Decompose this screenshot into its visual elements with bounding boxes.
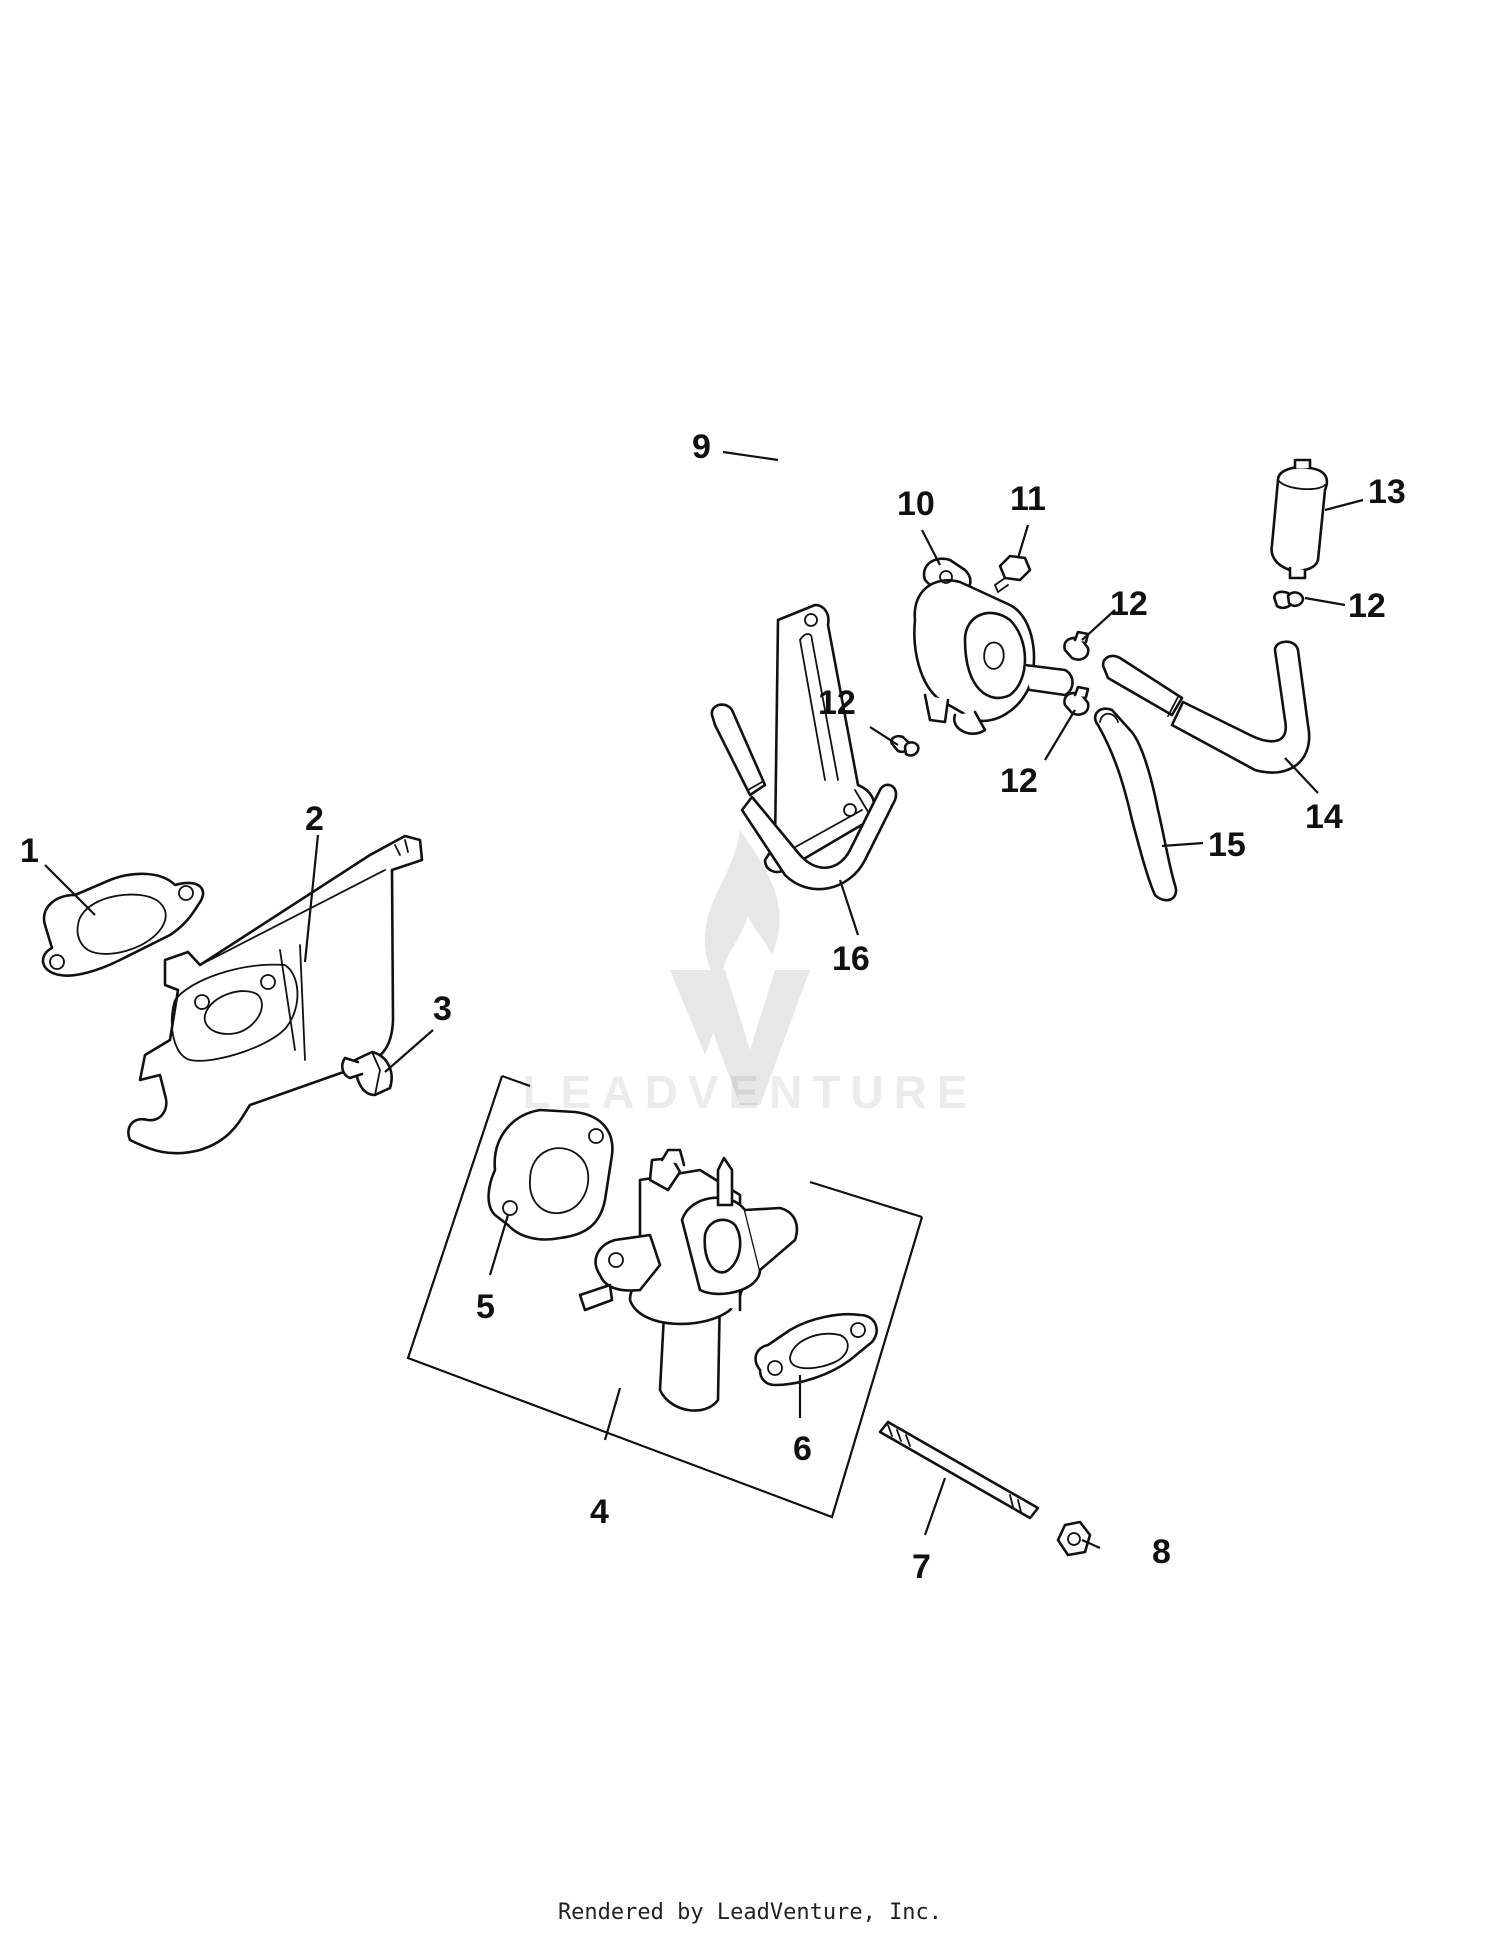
- part-9-bracket: [763, 603, 876, 874]
- part-12-clamp-c: [1063, 685, 1090, 716]
- callout-6: 6: [793, 1430, 812, 1468]
- callout-12c: 12: [1000, 762, 1038, 800]
- callout-3: 3: [433, 990, 452, 1028]
- part-13-fuel-filter: [1270, 458, 1329, 580]
- part-4-carburetor: [578, 1148, 799, 1412]
- callout-7: 7: [912, 1548, 931, 1586]
- callout-1: 1: [20, 832, 39, 870]
- leader-lines: [44, 450, 1364, 1550]
- part-16-hose: [710, 703, 898, 891]
- callout-4: 4: [590, 1493, 609, 1531]
- callout-14: 14: [1305, 798, 1343, 836]
- leadventure-logo-icon: [670, 830, 810, 1105]
- part-8-nut: [1056, 1520, 1092, 1557]
- callout-12a: 12: [818, 684, 856, 722]
- part-3-bolt: [340, 1050, 393, 1097]
- callout-13: 13: [1368, 473, 1406, 511]
- callout-12d: 12: [1348, 587, 1386, 625]
- callout-2: 2: [305, 800, 324, 838]
- watermark-text: LEADVENTURE: [522, 1066, 978, 1118]
- footer-credit: Rendered by LeadVenture, Inc.: [557, 1900, 943, 1925]
- callout-labels: 1 2 3 4 5 6 7 8 9 10 11 12 12 12 12 13 1…: [20, 428, 1406, 1586]
- part-12-clamp-b: [1063, 630, 1090, 661]
- part-12-clamp-d: [1273, 590, 1305, 610]
- assembly-frame-4: [406, 1074, 924, 1519]
- callout-9: 9: [692, 428, 711, 466]
- callout-15: 15: [1208, 826, 1246, 864]
- part-2-baffle: [127, 834, 424, 1155]
- callout-10: 10: [897, 485, 935, 523]
- part-12-clamp-a: [890, 734, 920, 757]
- callout-16: 16: [832, 940, 870, 978]
- part-14-fuel-hose: [1101, 640, 1311, 774]
- part-10-fuel-pump: [913, 557, 1074, 735]
- part-1-gasket: [41, 872, 205, 977]
- callout-11: 11: [1010, 480, 1046, 518]
- callout-8: 8: [1152, 1533, 1171, 1571]
- part-6-gasket: [754, 1313, 878, 1387]
- part-11-screw: [993, 554, 1032, 594]
- part-15-hose: [1093, 707, 1178, 902]
- callout-5: 5: [476, 1288, 495, 1326]
- callout-12b: 12: [1110, 585, 1148, 623]
- part-7-stud: [878, 1420, 1040, 1520]
- part-5-gasket: [487, 1108, 614, 1241]
